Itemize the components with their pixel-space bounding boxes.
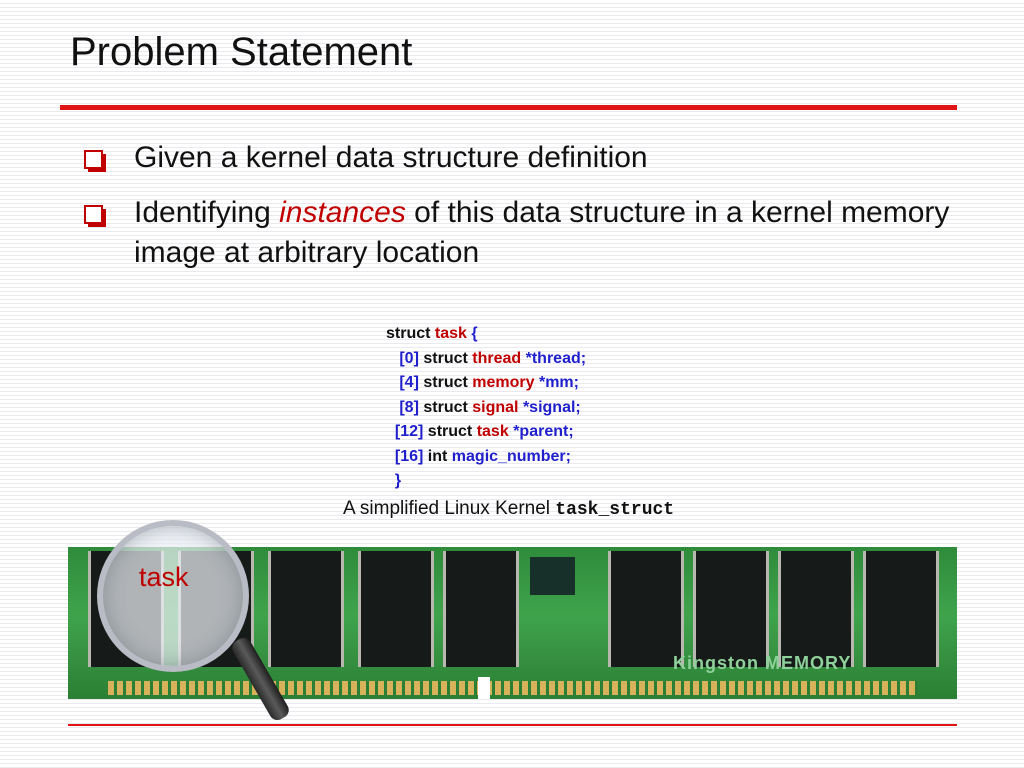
spd-chip-icon [530,557,575,595]
bullet-text-post: of this data structure in a kernel memor… [134,196,950,269]
memory-chip-icon [358,551,434,667]
footer-divider [68,724,957,726]
struct-field-3: [8] struct signal *signal; [399,398,581,416]
ram-brand-label: Kingston MEMORY [673,653,852,673]
open-brace: { [471,325,478,342]
close-brace: } [394,472,402,489]
title-divider [60,105,957,110]
struct-keyword: struct [386,325,431,342]
struct-definition: struct task { [0] struct thread *thread;… [386,322,586,494]
checkbox-bullet-icon [84,150,106,172]
slide-title: Problem Statement [70,30,413,74]
struct-close: } [386,469,586,494]
struct-field-2: [4] struct memory *mm; [399,374,579,391]
struct-field-1: [0] struct thread *thread; [399,349,587,367]
magnifier-label: task [139,562,189,592]
memory-chip-icon [693,551,769,667]
memory-chip-icon [268,551,344,667]
bullet-item-1: Given a kernel data structure definition [78,138,978,178]
ram-notch [478,677,490,699]
memory-chip-icon [778,551,854,667]
struct-field-5: [16] int magic_number; [394,447,571,465]
bullet-list: Given a kernel data structure definition… [78,138,978,288]
ram-contacts [108,681,918,695]
struct-type-name: task [434,325,467,342]
struct-caption: A simplified Linux Kernel task_struct [343,498,675,520]
checkbox-bullet-icon [84,205,106,227]
magnifier-lens-icon [97,520,249,672]
bullet-text: Given a kernel data structure definition [134,141,648,174]
bullet-item-2: Identifying instances of this data struc… [78,193,978,273]
struct-field-4: [12] struct task *parent; [394,423,574,440]
struct-header: struct task { [386,322,586,347]
bullet-emphasis: instances [279,196,406,229]
memory-chip-icon [608,551,684,667]
memory-chip-icon [443,551,519,667]
bullet-text-pre: Identifying [134,196,280,229]
caption-code: task_struct [555,500,675,520]
memory-chip-icon [863,551,939,667]
